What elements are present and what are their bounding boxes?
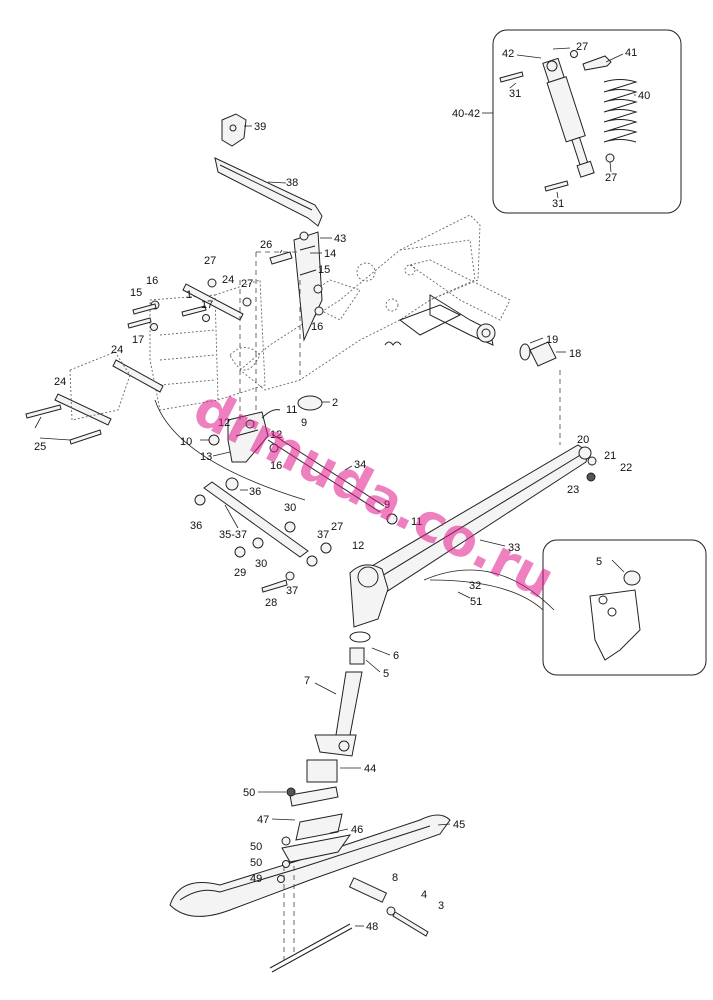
callout-51: 51 (470, 596, 482, 608)
callout-23: 23 (567, 484, 579, 496)
callout-30: 30 (255, 558, 267, 570)
callout-6: 6 (393, 650, 399, 662)
callout-32: 32 (469, 580, 481, 592)
callout-27: 27 (331, 521, 343, 533)
callout-30: 30 (284, 502, 296, 514)
callout-34: 34 (354, 459, 366, 471)
callout-12: 12 (352, 540, 364, 552)
callout-12: 12 (218, 417, 230, 429)
callout-25: 25 (34, 441, 46, 453)
callout-50: 50 (250, 857, 262, 869)
callout-27: 27 (241, 278, 253, 290)
callout-42: 42 (502, 48, 514, 60)
callout-28: 28 (265, 597, 277, 609)
callout-48: 48 (366, 921, 378, 933)
shock-absorber-inset (482, 29, 682, 214)
callout-27: 27 (576, 41, 588, 53)
callout-22: 22 (620, 462, 632, 474)
callout-33: 33 (508, 542, 520, 554)
spindle-detail-inset (429, 539, 707, 676)
callout-24: 24 (222, 274, 234, 286)
callout-17: 17 (201, 299, 213, 311)
callout-7: 7 (304, 675, 310, 687)
callout-46: 46 (351, 824, 363, 836)
callout-3: 3 (438, 900, 444, 912)
tie-rod (267, 433, 398, 525)
callout-40-42: 40-42 (452, 108, 480, 120)
reference-lines (154, 280, 306, 501)
callout-26: 26 (260, 239, 272, 251)
callout-2: 2 (332, 397, 338, 409)
callout-49: 49 (250, 873, 262, 885)
callout-14: 14 (324, 248, 336, 260)
callout-4: 4 (421, 889, 427, 901)
callout-24: 24 (111, 344, 123, 356)
callout-16: 16 (311, 321, 323, 333)
spring-icon (603, 79, 638, 143)
callout-5: 5 (383, 668, 389, 680)
callout-10: 10 (180, 436, 192, 448)
callout-31: 31 (552, 198, 564, 210)
ski (169, 786, 451, 973)
callout-44: 44 (364, 763, 376, 775)
vertical-bracket (255, 231, 332, 410)
callout-16: 16 (146, 275, 158, 287)
callout-37: 37 (317, 529, 329, 541)
knob-icon (297, 395, 323, 411)
callout-47: 47 (257, 814, 269, 826)
callout-41: 41 (625, 47, 637, 59)
callout-43: 43 (334, 233, 346, 245)
callout-40: 40 (638, 90, 650, 102)
callout-36: 36 (249, 486, 261, 498)
spindle (306, 631, 391, 783)
callout-29: 29 (234, 567, 246, 579)
callout-39: 39 (254, 121, 266, 133)
callout-27: 27 (605, 172, 617, 184)
callout-50: 50 (243, 787, 255, 799)
trailing-arm (349, 370, 597, 628)
callout-15: 15 (318, 264, 330, 276)
callout-1: 1 (186, 289, 192, 301)
callout-38: 38 (286, 177, 298, 189)
callout-5: 5 (596, 556, 602, 568)
callout-31: 31 (509, 88, 521, 100)
callout-19: 19 (546, 334, 558, 346)
callout-8: 8 (392, 872, 398, 884)
callout-36: 36 (190, 520, 202, 532)
callout-11: 11 (286, 404, 297, 416)
callout-21: 21 (604, 450, 616, 462)
callout-50: 50 (250, 841, 262, 853)
callout-11: 11 (411, 516, 422, 528)
callout-20: 20 (577, 434, 589, 446)
chassis-frame (149, 214, 511, 411)
link-plates (25, 278, 252, 445)
callout-15: 15 (130, 287, 142, 299)
callout-9: 9 (301, 417, 307, 429)
callout-18: 18 (569, 348, 581, 360)
callout-9: 9 (384, 499, 390, 511)
callout-12: 12 (270, 429, 282, 441)
steering-bracket (200, 409, 281, 463)
callout-45: 45 (453, 819, 465, 831)
callout-24: 24 (54, 376, 66, 388)
callout-13: 13 (200, 451, 212, 463)
callout-27: 27 (204, 255, 216, 267)
callout-labels: 42 27 41 40 31 40-42 27 31 39 38 43 26 1… (34, 41, 650, 933)
callout-17: 17 (132, 334, 144, 346)
callout-35-37: 35-37 (219, 529, 247, 541)
lower-link (194, 477, 332, 593)
callout-16: 16 (270, 460, 282, 472)
callout-37: 37 (286, 585, 298, 597)
bushing-parts (519, 337, 566, 367)
upper-bracket (214, 113, 323, 227)
